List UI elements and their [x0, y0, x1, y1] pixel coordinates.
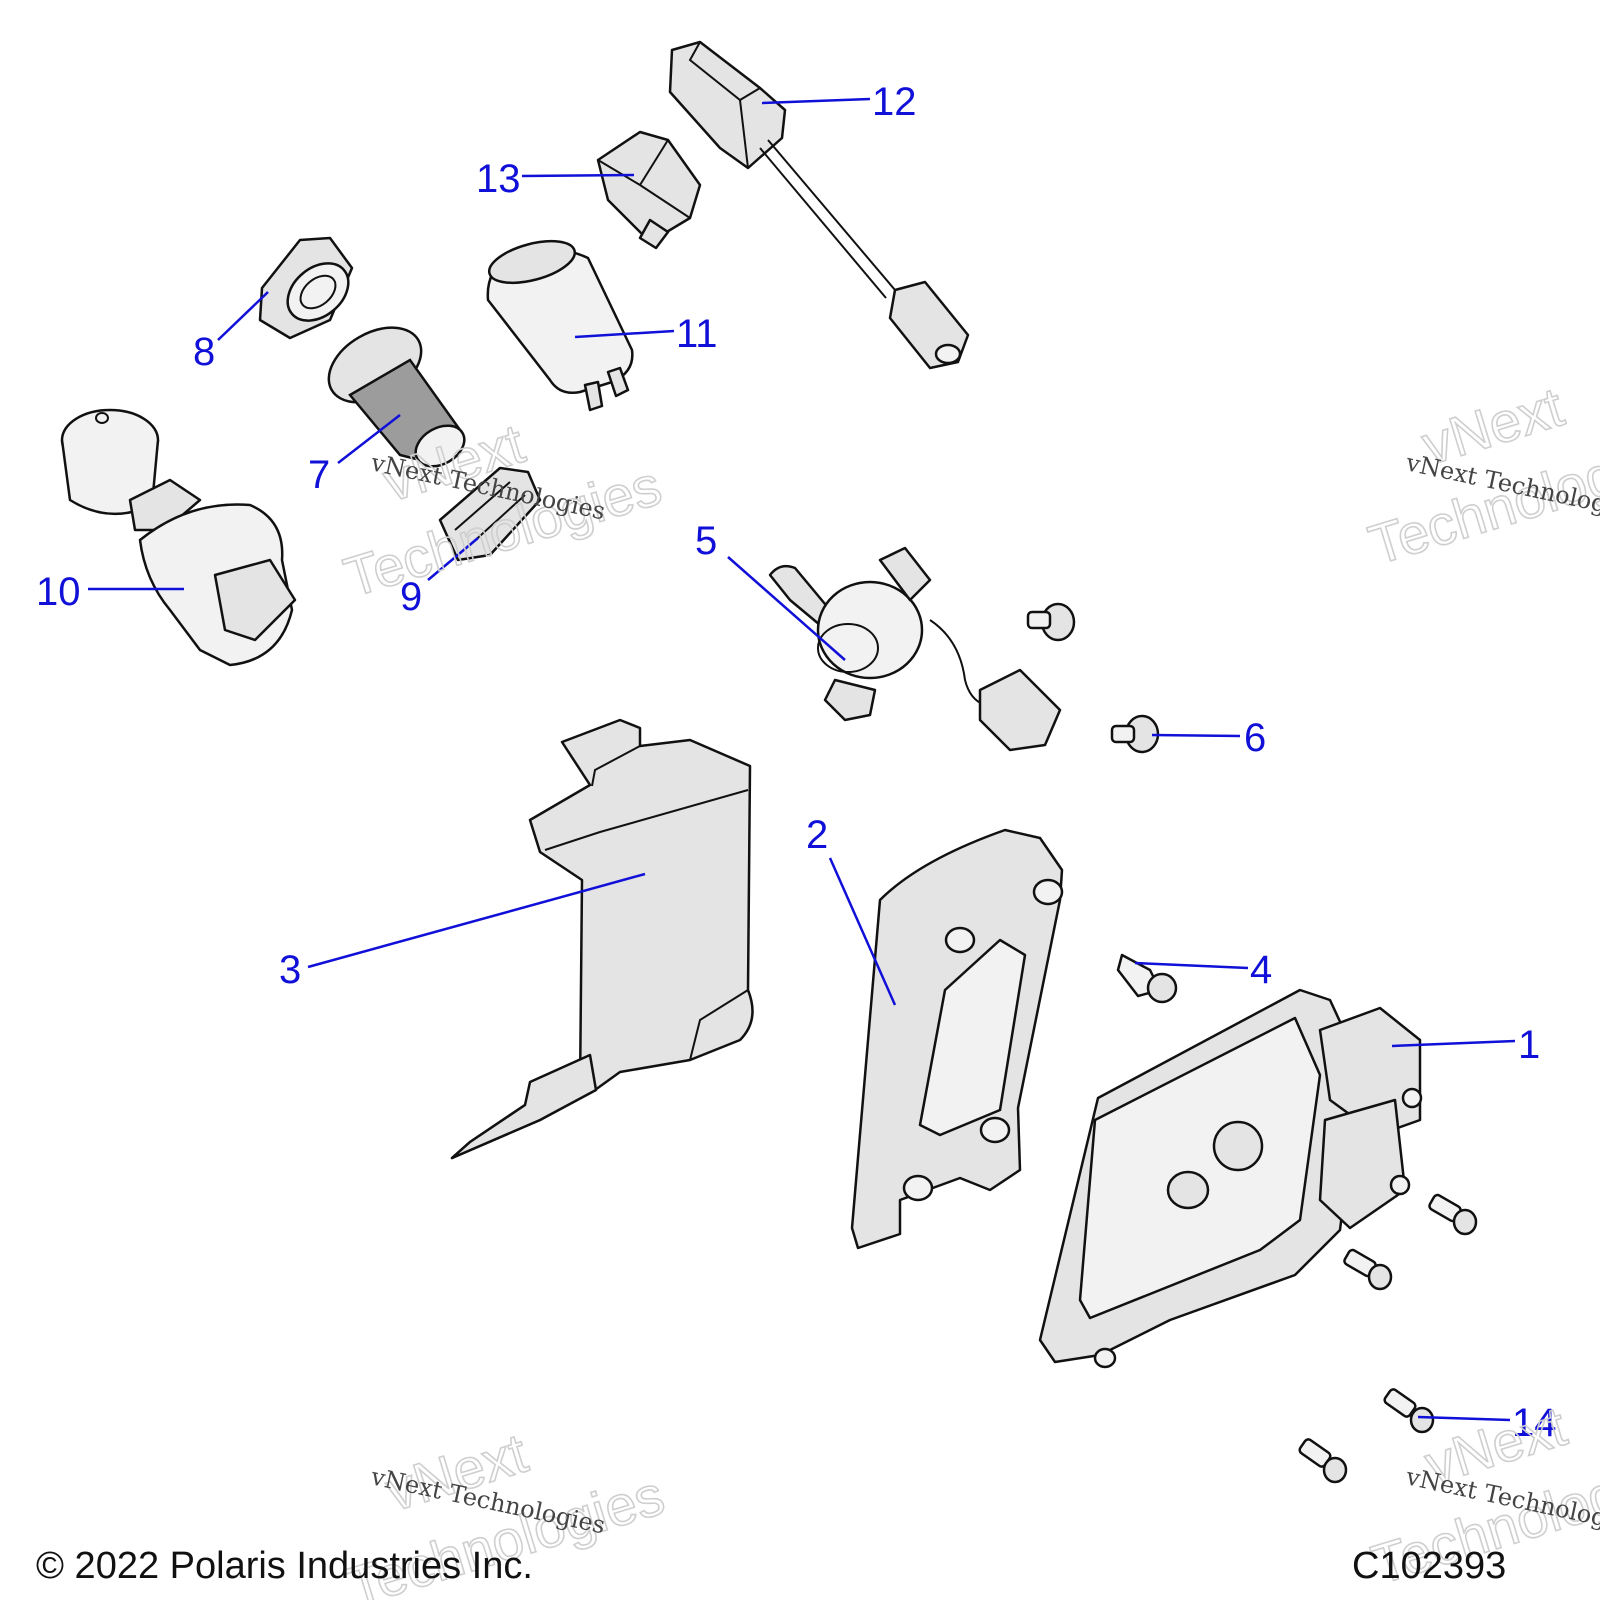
callout-4: 4	[1250, 948, 1272, 992]
part-13-relay[interactable]	[596, 130, 702, 250]
figure-id: C102393	[1352, 1545, 1506, 1587]
callout-10: 10	[36, 570, 81, 614]
callout-2: 2	[806, 813, 828, 857]
callout-8: 8	[193, 330, 215, 374]
part-4-pushpin[interactable]	[1116, 953, 1178, 1004]
callout-7: 7	[308, 453, 330, 497]
part-12-sensor-harness[interactable]	[668, 40, 970, 370]
part-1-ecu-module[interactable]	[1038, 988, 1423, 1369]
part-8-connector[interactable]	[258, 236, 359, 340]
part-6-screw[interactable]	[1110, 714, 1160, 754]
part-9-connector[interactable]	[438, 466, 542, 562]
callout-14: 14	[1512, 1401, 1557, 1445]
callout-12: 12	[872, 80, 917, 124]
callout-3: 3	[279, 948, 301, 992]
callout-6: 6	[1244, 716, 1266, 760]
callout-1: 1	[1518, 1023, 1540, 1067]
leader-lines	[88, 97, 1516, 1422]
part-11-flasher-unit[interactable]	[485, 233, 634, 412]
part-7-power-socket[interactable]	[316, 312, 472, 474]
copyright-notice: © 2022 Polaris Industries Inc.	[36, 1545, 533, 1587]
callout-11: 11	[676, 312, 718, 356]
part-10-ignition-switch[interactable]	[60, 408, 297, 667]
callout-5: 5	[695, 519, 717, 563]
part-3-cover-shield[interactable]	[450, 718, 754, 1160]
bolt-ecu-right	[1428, 1193, 1478, 1236]
callout-13: 13	[476, 157, 521, 201]
part-5-speed-sensor[interactable]	[768, 546, 1062, 752]
bolt-lower	[1298, 1438, 1348, 1484]
part-14-bolt[interactable]	[1383, 1388, 1435, 1434]
part-2-bracket[interactable]	[850, 828, 1064, 1250]
bolt-ecu-mid	[1343, 1248, 1393, 1291]
screw-upper	[1026, 602, 1076, 642]
callout-9: 9	[400, 575, 422, 619]
